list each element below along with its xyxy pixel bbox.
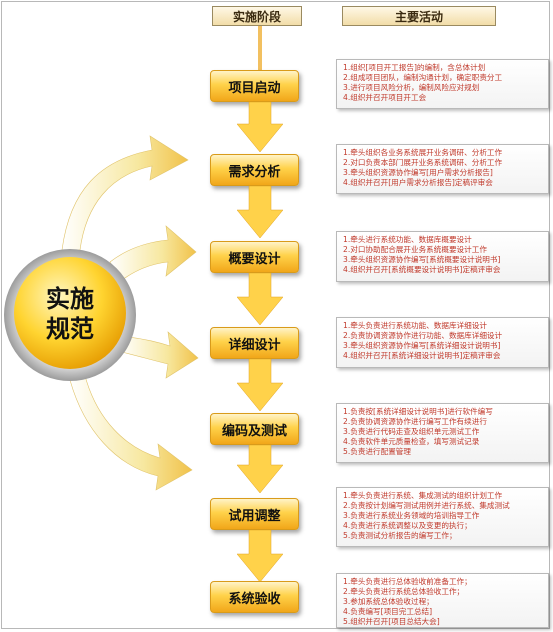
activity-item: 4.组织并召开[系统详细设计说明书]定稿评审会 [343, 350, 501, 360]
activity-item: 5.负责测试分析报告的编写工作； [343, 530, 457, 540]
activity-box-requirements-analysis: 1.牵头组织各业务系统展开业务调研、分析工作 2.对口负责本部门展开业务系统调研… [336, 144, 549, 194]
activity-item: 1.负责按[系统详细设计说明书]进行软件编写 [343, 407, 493, 416]
activity-item: 2.组成项目团队，编制沟通计划，确定职责分工 [343, 72, 503, 82]
activity-item: 3.负责进行代码走查及组织单元测试工作 [343, 426, 480, 436]
activity-box-system-acceptance: 1.牵头负责进行总体验收前准备工作； 2.牵头负责进行系统总体验收工作； 3.参… [336, 573, 549, 628]
activity-item: 4.组织并召开项目开工会 [343, 92, 427, 102]
fan-arrow-1 [61, 135, 189, 251]
activity-box-detailed-design: 1.牵头负责进行系统功能、数据库详细设计 2.负责协调资源协作进行功能、数据库详… [336, 317, 549, 368]
activity-item: 4.负责编写[项目完工总结] [343, 606, 433, 616]
down-arrow [237, 359, 283, 411]
activity-item: 1.组织[项目开工报告]的编制，含总体计划 [343, 63, 486, 72]
activity-item: 1.牵头负责进行系统、集成测试的组织计划工作 [343, 491, 503, 500]
down-arrow [237, 273, 283, 325]
stage-detailed-design: 详细设计 [210, 327, 299, 359]
stage-high-level-design: 概要设计 [210, 241, 299, 273]
activity-item: 3.负责进行系统业务领域的培训指导工作 [343, 510, 480, 520]
center-label-line2: 规范 [46, 315, 94, 343]
phase-column-header: 实施阶段 [212, 6, 302, 26]
fan-arrow-4 [69, 371, 193, 491]
activity-item: 5.负责进行配置管理 [343, 446, 411, 456]
activity-item: 3.牵头组织资源协作编写[用户需求分析报告] [343, 167, 493, 177]
activity-item: 1.牵头负责进行系统功能、数据库详细设计 [343, 321, 487, 330]
stage-coding-testing: 编码及测试 [210, 413, 299, 445]
activity-column-header: 主要活动 [342, 6, 496, 26]
center-label-line1: 实施 [46, 285, 94, 313]
activity-item: 1.牵头进行系统功能、数据库概要设计 [343, 235, 472, 244]
activity-item: 3.牵头组织资源协作编写[系统概要设计说明书] [343, 254, 501, 264]
activity-box-high-level-design: 1.牵头进行系统功能、数据库概要设计 2.对口协助配合展开业务系统概要设计工作 … [336, 231, 549, 282]
down-arrow [237, 445, 283, 493]
stage-requirements-analysis: 需求分析 [210, 154, 299, 186]
activity-item: 1.牵头组织各业务系统展开业务调研、分析工作 [343, 148, 503, 157]
fan-arrow-3 [119, 331, 199, 379]
activity-item: 4.负责软件单元质量检查，填写测试记录 [343, 436, 480, 446]
stage-trial-adjustment: 试用调整 [210, 498, 299, 530]
activity-item: 2.负责按计划编写测试用例并进行系统、集成测试 [343, 500, 510, 510]
activity-item: 2.对口协助配合展开业务系统概要设计工作 [343, 244, 487, 254]
activity-box-project-start: 1.组织[项目开工报告]的编制，含总体计划 2.组成项目团队，编制沟通计划，确定… [336, 59, 549, 109]
activity-box-trial-adjustment: 1.牵头负责进行系统、集成测试的组织计划工作 2.负责按计划编写测试用例并进行系… [336, 487, 549, 547]
activity-item: 2.负责协调资源协作进行功能、数据库详细设计 [343, 330, 503, 340]
activity-item: 4.组织并召开[系统概要设计说明书]定稿评审会 [343, 264, 501, 274]
activity-box-coding-testing: 1.负责按[系统详细设计说明书]进行软件编写 2.负责协调资源协作进行编写工作有… [336, 403, 549, 463]
activity-item: 4.负责进行系统调整以及变更的执行； [343, 520, 472, 530]
stage-system-acceptance: 系统验收 [210, 581, 299, 613]
down-arrow [237, 186, 283, 238]
activity-item: 3.牵头组织资源协作编写[系统详细设计说明书] [343, 340, 501, 350]
activity-item: 3.进行项目风险分析，编制风险应对规划 [343, 82, 480, 92]
activity-item: 5.组织并召开[项目总结大会] [343, 616, 440, 626]
center-circle [14, 257, 126, 369]
activity-item: 2.对口负责本部门展开业务系统调研、分析工作 [343, 157, 503, 167]
activity-item: 2.牵头负责进行系统总体验收工作； [343, 586, 465, 596]
down-arrow [237, 102, 283, 152]
stage-project-start: 项目启动 [210, 70, 299, 102]
activity-item: 3.参加系统总体验收过程； [343, 596, 434, 606]
activity-item: 2.负责协调资源协作进行编写工作有续进行 [343, 416, 487, 426]
fan-arrow-2 [109, 225, 197, 281]
down-arrow [237, 530, 283, 582]
flow-connector [258, 26, 262, 76]
activity-item: 4.组织并召开[用户需求分析报告]定稿评审会 [343, 177, 493, 187]
activity-item: 1.牵头负责进行总体验收前准备工作； [343, 577, 472, 586]
center-graphic [4, 135, 199, 491]
